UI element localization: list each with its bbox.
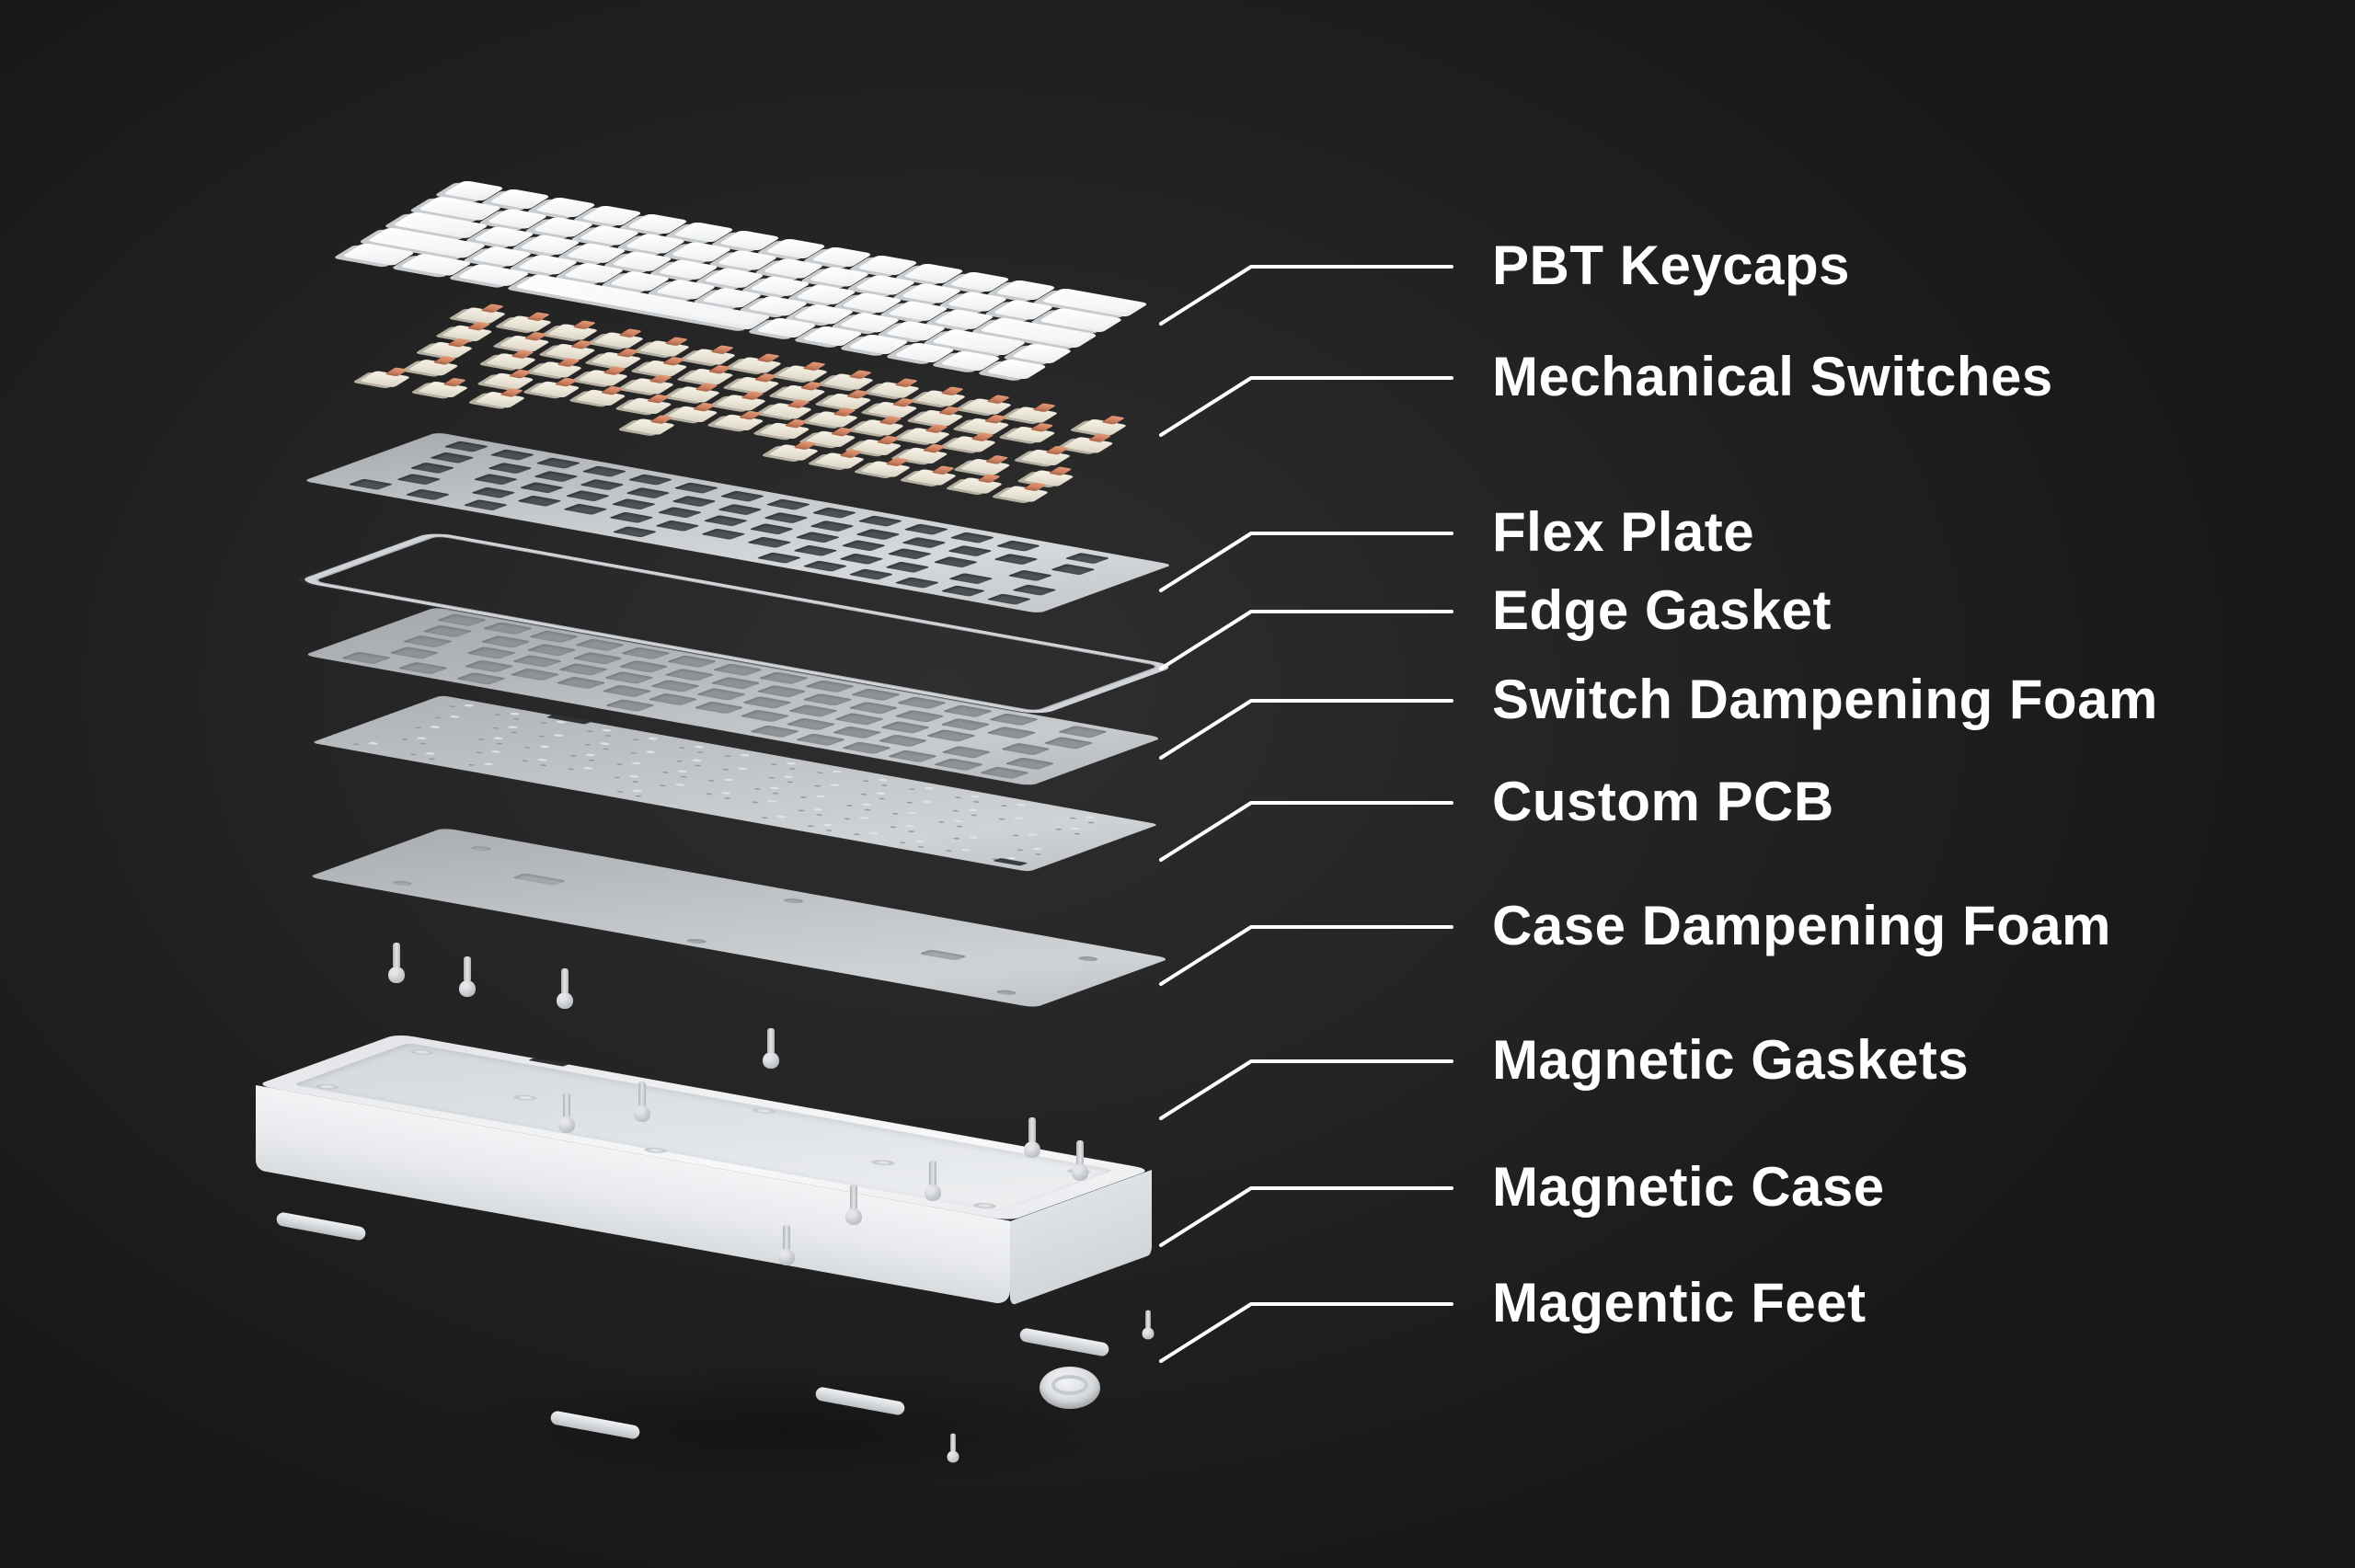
switch xyxy=(806,410,859,429)
foot-round xyxy=(1040,1367,1100,1409)
switch xyxy=(416,381,469,398)
gasket-screw xyxy=(1142,1310,1155,1343)
switch xyxy=(576,369,629,387)
switch xyxy=(951,476,1004,495)
gasket-screw xyxy=(1023,1117,1041,1162)
callout-case-dampening-foam: Case Dampening Foam xyxy=(1492,894,2111,956)
callout-mechanical-switches: Mechanical Switches xyxy=(1492,345,2053,407)
switch xyxy=(960,397,1013,416)
switch xyxy=(758,422,810,440)
gasket-screw xyxy=(924,1161,942,1205)
gasket-screw xyxy=(557,1093,576,1137)
gasket-screw xyxy=(777,1225,796,1269)
callout-pbt-keycaps: PBT Keycaps xyxy=(1492,234,1850,296)
switch xyxy=(474,391,527,408)
switch xyxy=(574,389,626,406)
switch xyxy=(620,397,672,415)
switch xyxy=(484,352,537,371)
switch xyxy=(1006,406,1059,424)
gasket-screw xyxy=(458,956,477,1001)
switch xyxy=(1004,426,1057,443)
foot-bar xyxy=(549,1410,641,1440)
gasket-screw xyxy=(387,943,406,987)
switch xyxy=(622,377,675,395)
callout-switch-dampening-foam: Switch Dampening Foam xyxy=(1492,668,2158,730)
floor-shadow xyxy=(304,1343,1269,1517)
switch xyxy=(712,414,764,431)
switch xyxy=(623,418,676,436)
switch xyxy=(822,372,875,391)
gasket-screw xyxy=(947,1433,959,1466)
switch xyxy=(813,452,866,470)
callout-magnetic-case: Magnetic Case xyxy=(1492,1155,1885,1218)
switch xyxy=(852,418,905,437)
switch xyxy=(959,458,1012,475)
callout-custom-pcb: Custom PCB xyxy=(1492,770,1834,832)
switch xyxy=(760,402,813,420)
switch xyxy=(528,381,580,398)
gasket-screw xyxy=(556,968,574,1013)
gasket-screw xyxy=(1071,1140,1089,1185)
switch xyxy=(914,389,967,407)
switch xyxy=(359,371,412,388)
callout-flex-plate: Flex Plate xyxy=(1492,500,1755,563)
callout-magnetic-gaskets: Magnetic Gaskets xyxy=(1492,1028,1970,1091)
switch xyxy=(500,315,553,333)
switch xyxy=(546,323,599,341)
switch xyxy=(714,394,767,412)
switch xyxy=(1018,449,1072,466)
switch xyxy=(666,406,718,423)
switch xyxy=(905,468,958,486)
switch xyxy=(997,485,1050,503)
switch xyxy=(868,381,921,399)
switch xyxy=(530,361,583,379)
switch xyxy=(668,385,721,404)
switch xyxy=(730,356,783,374)
switch xyxy=(944,435,997,453)
foot-bar xyxy=(1018,1327,1110,1357)
foot-bar xyxy=(275,1211,367,1242)
switch xyxy=(482,372,534,390)
callout-edge-gasket: Edge Gasket xyxy=(1492,578,1832,641)
switch xyxy=(767,443,820,462)
callout-magentic-feet: Magentic Feet xyxy=(1492,1271,1867,1333)
gasket-screw xyxy=(762,1028,780,1072)
switch xyxy=(407,359,460,376)
gasket-screw xyxy=(844,1185,863,1229)
gasket-screw xyxy=(633,1082,651,1126)
foot-bar xyxy=(814,1386,906,1416)
switch xyxy=(859,460,912,478)
switch xyxy=(684,348,737,366)
switch xyxy=(898,427,951,445)
switch xyxy=(776,364,829,383)
switch xyxy=(638,339,691,358)
switch xyxy=(592,331,645,349)
switch xyxy=(1062,436,1114,454)
